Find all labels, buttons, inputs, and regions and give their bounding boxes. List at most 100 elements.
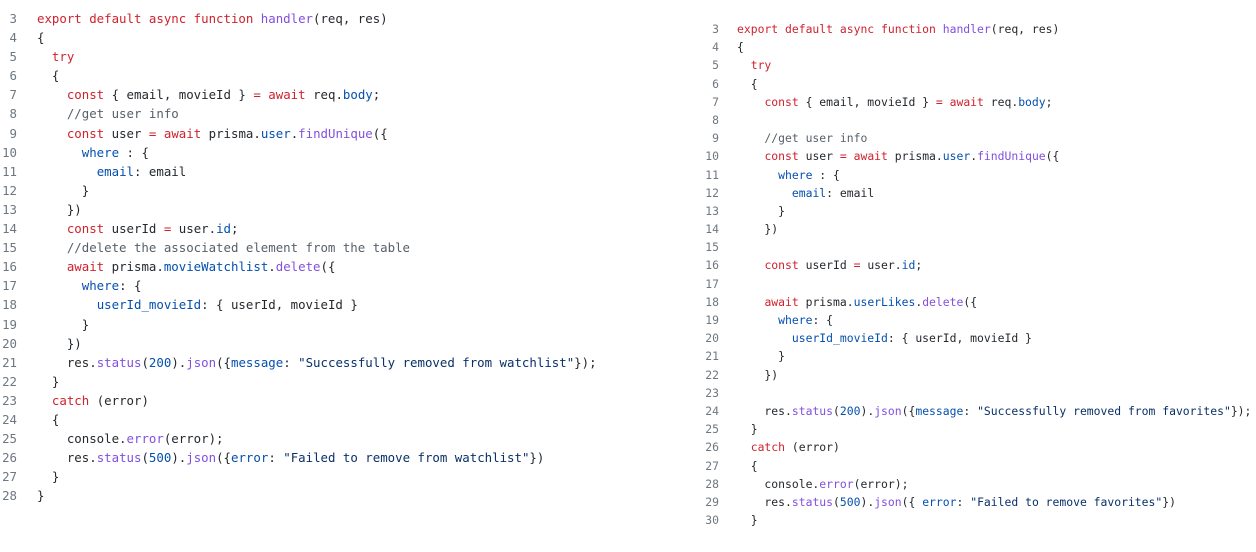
code-token: ). (171, 450, 187, 466)
code-token: ({ (901, 494, 923, 509)
line-number: 30 (705, 513, 719, 528)
code-token: ({ (320, 259, 336, 275)
code-token: userId_movieId (791, 331, 888, 346)
code-token: findUnique (977, 149, 1046, 164)
code-text: console.error(error); (37, 429, 224, 448)
code-line: 24 { (0, 410, 597, 429)
line-number: 9 (9, 125, 17, 141)
code-token (737, 313, 778, 327)
code-text: }) (737, 366, 778, 384)
code-line: 20 userId_movieId: { userId, movieId } (700, 329, 1251, 347)
line-number: 8 (9, 106, 17, 122)
code-token: }) (37, 335, 82, 351)
code-token: prisma. (798, 294, 854, 309)
code-token: }) (737, 222, 779, 237)
code-token: = (253, 87, 261, 103)
code-line: 7 const { email, movieId } = await req.b… (0, 85, 597, 104)
code-text: }) (37, 334, 82, 353)
code-token: status (96, 450, 142, 466)
code-token: (error); (163, 431, 224, 447)
code-text: where : { (737, 166, 840, 184)
code-token (156, 126, 163, 141)
line-number: 13 (705, 203, 719, 218)
code-line: 8 //get user info (0, 104, 597, 123)
code-token (37, 221, 67, 236)
code-token: ; (231, 221, 239, 237)
code-text: const user = await prisma.user.findUniqu… (37, 124, 388, 143)
code-line: 8 (700, 111, 1251, 129)
code-token: = (853, 258, 861, 273)
code-token (37, 87, 67, 102)
code-text: where: { (37, 276, 142, 295)
code-text: userId_movieId: { userId, movieId } (37, 295, 358, 314)
code-text: const user = await prisma.user.findUniqu… (737, 147, 1059, 165)
line-number: 17 (2, 278, 17, 294)
code-text: { (37, 28, 44, 47)
code-token: try (750, 58, 772, 73)
line-number: 23 (705, 385, 719, 400)
code-token (737, 168, 778, 182)
code-line: 23 (700, 384, 1251, 402)
code-token: : email (826, 185, 875, 200)
code-token (737, 258, 764, 272)
code-token: }) (529, 450, 545, 466)
code-line: 7 const { email, movieId } = await req.b… (700, 93, 1251, 111)
code-text: try (737, 56, 772, 74)
code-token: 200 (148, 354, 172, 370)
code-token: "Failed to remove from watchlist" (283, 450, 530, 466)
line-number: 3 (712, 22, 719, 36)
code-token: : { userId, movieId } (201, 297, 358, 313)
code-token: ( (141, 450, 149, 466)
line-number: 16 (705, 258, 719, 273)
code-text: } (37, 315, 89, 334)
line-number: 7 (9, 87, 17, 103)
code-token: ({ (901, 403, 916, 418)
line-number: 11 (2, 163, 17, 179)
code-text: await prisma.userLikes.delete({ (737, 293, 977, 311)
line-number: 28 (2, 488, 17, 504)
code-line: 9 const user = await prisma.user.findUni… (0, 124, 597, 143)
code-token: { email, movieId } (104, 87, 254, 103)
code-token: { (737, 40, 744, 55)
code-token: 200 (839, 403, 861, 418)
code-token: handler (260, 11, 314, 26)
line-number: 18 (705, 294, 719, 309)
code-token: id (216, 221, 231, 237)
code-token: res. (37, 354, 97, 370)
code-token (37, 164, 97, 179)
code-token (37, 126, 67, 141)
code-text: await prisma.movieWatchlist.delete({ (37, 257, 336, 276)
code-line: 28 console.error(error); (700, 475, 1251, 493)
code-token: await (764, 294, 799, 309)
line-number: 24 (705, 403, 719, 418)
line-number: 26 (2, 450, 17, 466)
code-token: (req, res) (313, 11, 388, 26)
code-token: : { userId, movieId } (887, 331, 1032, 346)
code-line: 30 } (700, 511, 1251, 529)
code-text: where: { (737, 311, 833, 329)
code-line: 10 where : { (0, 143, 597, 162)
line-number: 21 (705, 349, 719, 364)
code-token: userId_movieId (96, 297, 202, 313)
code-token: }) (1162, 494, 1176, 509)
code-line: 10 const user = await prisma.user.findUn… (700, 147, 1251, 165)
code-line: 26 catch (error) (700, 438, 1251, 456)
code-token: req. (305, 87, 343, 103)
code-text: res.status(500).json({ error: "Failed to… (737, 493, 1176, 511)
code-token: : (283, 354, 299, 370)
code-token: . (268, 259, 276, 275)
code-line: 21 res.status(200).json({message: "Succe… (0, 353, 596, 372)
code-token: console. (37, 431, 127, 447)
code-text: catch (error) (37, 391, 149, 410)
code-token: const (66, 87, 105, 103)
code-line: 19 where: { (700, 311, 1251, 329)
line-number: 18 (2, 297, 17, 313)
code-token: user (104, 125, 149, 141)
code-line: 27 } (0, 467, 597, 486)
code-token (737, 149, 764, 163)
code-line: 25 } (700, 420, 1251, 438)
line-number: 19 (2, 316, 17, 332)
code-token: ; (915, 258, 923, 273)
code-token: user (942, 149, 971, 164)
code-token: req. (983, 94, 1019, 109)
